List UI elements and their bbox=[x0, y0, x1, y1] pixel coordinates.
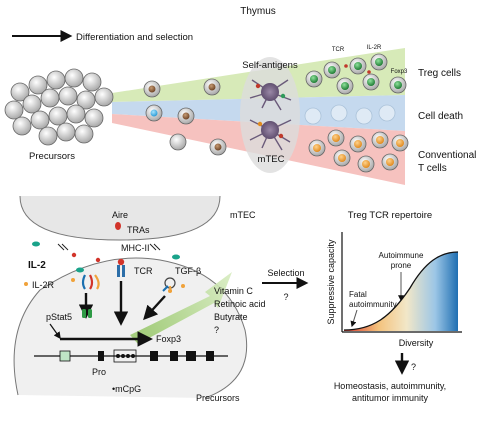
fatal-label-1: Fatal bbox=[349, 290, 367, 299]
fatal-pointer bbox=[350, 309, 358, 328]
factors-arrow bbox=[130, 272, 232, 344]
fatal-label-2: autoimmunity bbox=[349, 300, 397, 309]
tcr-top-label: TCR bbox=[332, 47, 345, 53]
self-antigens-label: Self-antigens bbox=[242, 60, 298, 71]
foxp3-locus bbox=[34, 349, 228, 363]
repertoire-title: Treg TCR repertoire bbox=[348, 210, 432, 221]
tgfb-signal-arrow bbox=[143, 295, 166, 321]
il2r-top-label: IL-2R bbox=[367, 45, 382, 51]
treg-outcome-label: Treg cells bbox=[418, 68, 461, 79]
stat5-icon bbox=[82, 309, 86, 318]
mtec-top-label: mTEC bbox=[258, 154, 285, 165]
receptors bbox=[57, 243, 176, 293]
stat5-icon-2 bbox=[88, 309, 92, 318]
foxp3-top-label: Foxp3 bbox=[391, 69, 408, 75]
prone-label-2: prone bbox=[391, 261, 412, 270]
prone-label-1: Autoimmune bbox=[379, 251, 424, 260]
pro-label: Pro bbox=[92, 367, 106, 377]
differentiation-legend: Differentiation and selection bbox=[76, 32, 193, 43]
outcome-line-1: Homeostasis, autoimmunity, bbox=[334, 381, 446, 391]
outcome-question: ? bbox=[411, 362, 416, 372]
pstat5-arrow bbox=[49, 323, 61, 340]
precursors-label: Precursors bbox=[29, 151, 75, 162]
conventional-outcome-label-1: Conventional bbox=[418, 150, 476, 161]
factor-2: Retinoic acid bbox=[214, 299, 266, 309]
repertoire-x-label: Diversity bbox=[399, 338, 434, 348]
dying-cells bbox=[304, 104, 396, 125]
conventional-cells bbox=[308, 129, 409, 173]
factor-4: ? bbox=[214, 325, 219, 335]
mcpg-label: •mCpG bbox=[112, 384, 141, 394]
il2r-label: IL-2R bbox=[32, 280, 55, 290]
early-cells bbox=[143, 78, 227, 156]
selection-question: ? bbox=[283, 292, 288, 302]
factor-1: Vitamin C bbox=[214, 286, 253, 296]
thymus-title: Thymus bbox=[240, 6, 276, 17]
repertoire-curve-fill bbox=[344, 252, 458, 331]
precursor-cell-body bbox=[13, 257, 248, 399]
cell-death-outcome-label: Cell death bbox=[418, 111, 463, 122]
precursors-bottom-label: Precursors bbox=[196, 393, 240, 403]
tras-label: TRAs bbox=[127, 225, 150, 235]
repertoire-curve bbox=[343, 251, 459, 331]
tcr-label: TCR bbox=[134, 266, 153, 276]
selection-label: Selection bbox=[267, 268, 304, 278]
mtec-cell-body bbox=[19, 195, 221, 241]
precursor-cluster bbox=[4, 68, 114, 146]
il2-label: IL-2 bbox=[28, 260, 46, 271]
mtec-cells bbox=[240, 57, 300, 173]
repertoire-y-label: Suppressive capacity bbox=[326, 239, 336, 325]
aire-label: Aire bbox=[112, 210, 128, 220]
cytokine-dots bbox=[24, 241, 185, 293]
factor-3: Butyrate bbox=[214, 312, 248, 322]
outcome-line-2: antitumor immunity bbox=[352, 393, 429, 403]
tgfb-label: TGF-β bbox=[175, 266, 201, 276]
pstat5-label: pStat5 bbox=[46, 312, 72, 322]
treg-cells bbox=[305, 53, 407, 95]
mhc-label: MHC-II bbox=[121, 243, 150, 253]
mtec-bottom-label: mTEC bbox=[230, 210, 256, 220]
foxp3-gene-label: Foxp3 bbox=[156, 334, 181, 344]
conventional-outcome-label-2: T cells bbox=[418, 163, 447, 174]
tra-dot bbox=[115, 222, 121, 230]
